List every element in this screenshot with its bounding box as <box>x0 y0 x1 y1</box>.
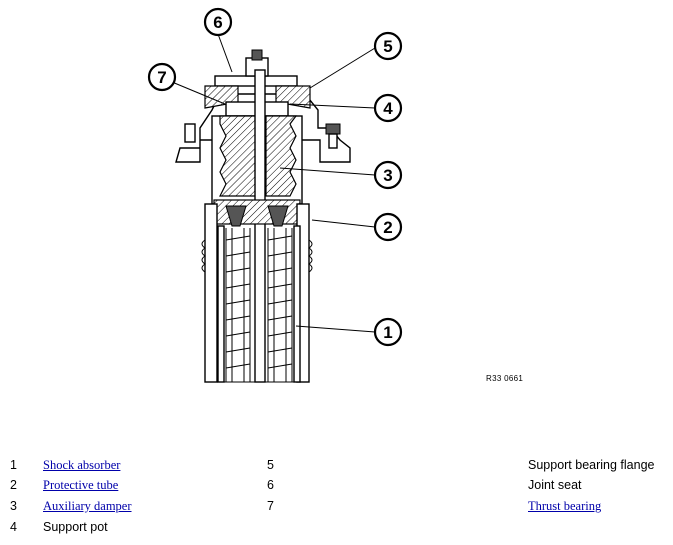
joint-seat-label: Joint seat <box>528 478 582 492</box>
strut-diagram: 6 7 5 4 3 2 1 <box>147 7 403 383</box>
legend: 1 Shock absorber 2 Protective tube 3 Aux… <box>0 455 673 545</box>
legend-number: 4 <box>10 520 17 534</box>
thrust-bearing-link[interactable]: Thrust bearing <box>528 499 602 513</box>
legend-number: 7 <box>267 499 274 513</box>
callout-3: 3 <box>373 160 403 190</box>
protective-tube-link[interactable]: Protective tube <box>43 478 119 492</box>
auxiliary-damper-link[interactable]: Auxiliary damper <box>43 499 132 513</box>
svg-text:6: 6 <box>213 13 222 32</box>
legend-number: 5 <box>267 458 274 472</box>
svg-text:3: 3 <box>383 166 392 185</box>
shock-absorber-link[interactable]: Shock absorber <box>43 458 121 472</box>
legend-number: 2 <box>10 478 17 492</box>
reference-code: R33 0661 <box>486 374 524 383</box>
svg-text:4: 4 <box>383 99 393 118</box>
callout-1: 1 <box>373 317 403 347</box>
svg-text:1: 1 <box>383 323 392 342</box>
inner-coil <box>225 228 293 382</box>
callout-2: 2 <box>373 212 403 242</box>
legend-number: 3 <box>10 499 17 513</box>
svg-text:7: 7 <box>157 68 166 87</box>
svg-text:2: 2 <box>383 218 392 237</box>
callout-7: 7 <box>147 62 177 92</box>
legend-number: 6 <box>267 478 274 492</box>
callout-6: 6 <box>203 7 233 37</box>
support-bearing-flange-label: Support bearing flange <box>528 458 655 472</box>
leader-lines <box>171 33 376 333</box>
callout-4: 4 <box>373 93 403 123</box>
callout-5: 5 <box>373 31 403 61</box>
svg-text:5: 5 <box>383 37 392 56</box>
support-pot-label: Support pot <box>43 520 108 534</box>
strut-drawing <box>175 49 351 383</box>
legend-number: 1 <box>10 458 17 472</box>
